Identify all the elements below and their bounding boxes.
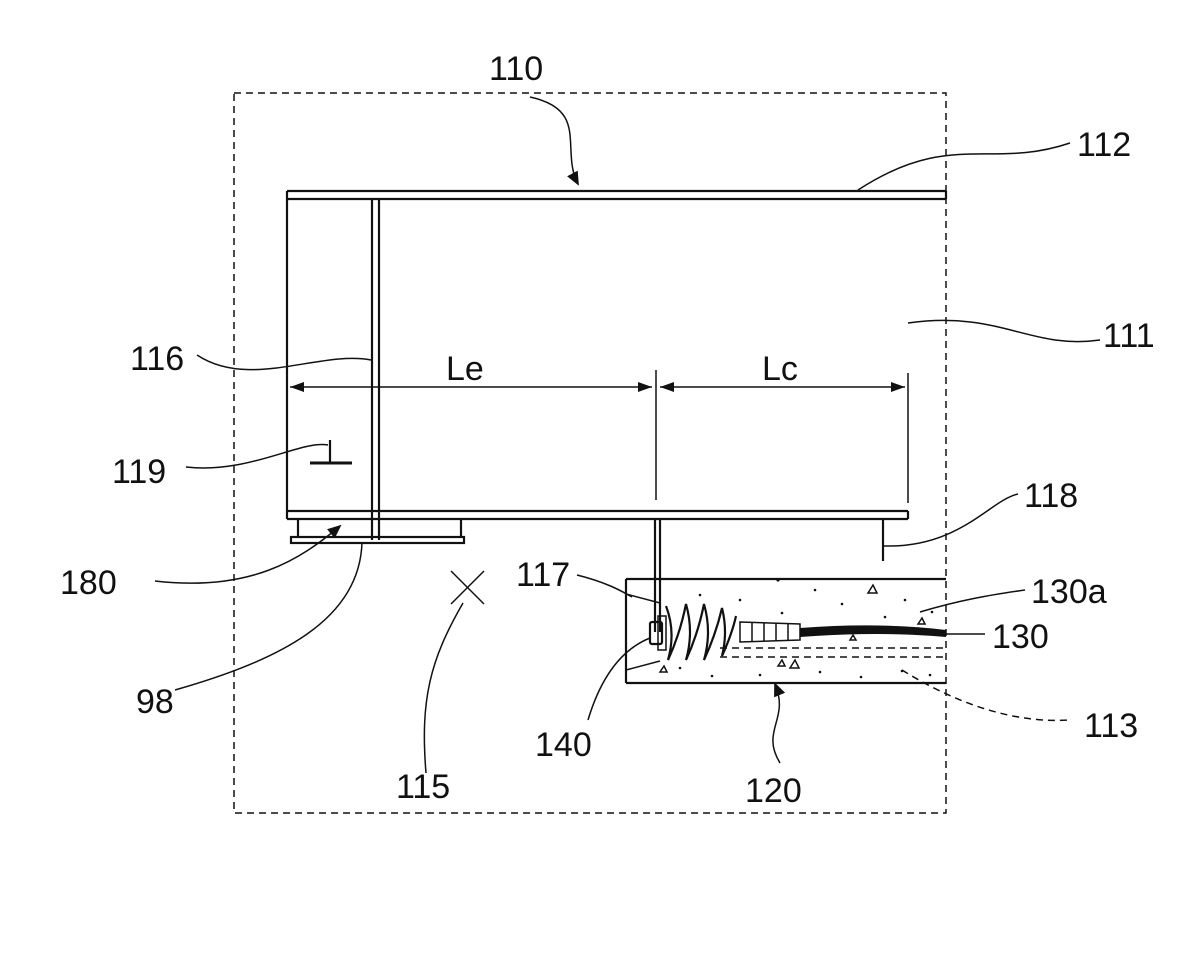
ref-180: 180 [60,564,117,602]
ref-119: 119 [112,453,166,491]
ref-140: 140 [535,726,592,764]
ref-110: 110 [489,50,543,88]
concrete-block [624,577,946,685]
ref-98: 98 [136,683,174,721]
ref-130a: 130a [1031,573,1107,611]
ref-120: 120 [745,772,802,810]
dimension-lines [290,370,909,503]
ref-115: 115 [396,768,450,806]
bearing-plate [289,519,466,545]
leader-lines [154,96,1101,774]
dimension-le: Le [446,350,484,388]
steel-beam [285,189,948,540]
pivot-mark [450,570,485,605]
boundary-frame [233,92,947,814]
dimension-lc: Lc [762,350,798,388]
ref-112: 112 [1077,126,1131,164]
ref-116: 116 [130,340,184,378]
ref-117: 117 [516,556,570,594]
tendon-anchorage [648,603,946,661]
ref-118: 118 [1024,477,1078,515]
ref-111: 111 [1103,317,1155,355]
neutral-axis-symbol [310,440,352,465]
hanger-117 [653,519,662,632]
ref-113: 113 [1084,707,1138,745]
ref-130: 130 [992,618,1049,656]
